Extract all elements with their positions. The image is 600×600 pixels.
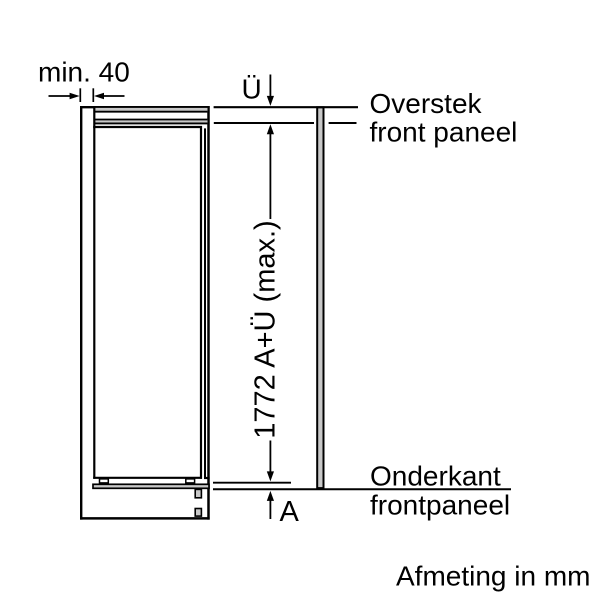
svg-text:Ü: Ü [242,73,262,104]
svg-text:1772 A+Ü (max.): 1772 A+Ü (max.) [250,220,282,438]
svg-text:Afmeting in mm: Afmeting in mm [396,561,591,592]
svg-text:Overstek: Overstek [370,88,483,119]
svg-text:frontpaneel: frontpaneel [370,489,510,520]
svg-text:min. 40: min. 40 [38,57,130,88]
svg-text:Onderkant: Onderkant [370,461,501,492]
svg-text:front paneel: front paneel [370,116,518,147]
svg-text:A: A [280,496,300,528]
